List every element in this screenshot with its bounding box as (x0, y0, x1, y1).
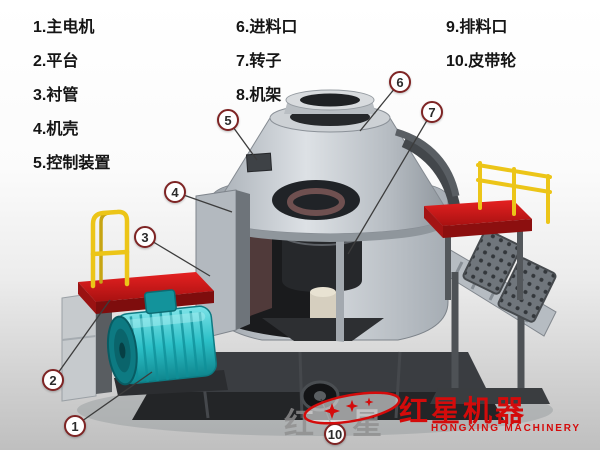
callout-1-num: 1 (71, 418, 79, 434)
legend-item-7: 7.转子 (236, 53, 282, 70)
hongxing-logo-icon (303, 391, 401, 425)
left-railing (90, 209, 130, 289)
legend-item-6: 6.进料口 (236, 19, 298, 36)
callout-2: 2 (42, 369, 64, 391)
legend-item-4: 4.机壳 (33, 121, 79, 138)
discharge-conveyor (417, 229, 557, 404)
legend-item-5: 5.控制装置 (33, 155, 111, 172)
callout-6-num: 6 (396, 74, 404, 90)
legend-item-2: 2.平台 (33, 53, 79, 70)
callout-10: 10 (324, 423, 346, 445)
callout-5: 5 (217, 109, 239, 131)
callout-4: 4 (164, 181, 186, 203)
callout-5-num: 5 (224, 112, 232, 128)
callout-7-num: 7 (428, 104, 436, 120)
legend-item-9: 9.排料口 (446, 19, 508, 36)
callout-4-num: 4 (171, 184, 179, 200)
right-railing (476, 161, 552, 224)
callout-1: 1 (64, 415, 86, 437)
screen-plate (462, 229, 522, 295)
callout-3: 3 (134, 226, 156, 248)
left-support-wall (61, 292, 97, 402)
base-frame (132, 351, 504, 420)
callout-3-num: 3 (141, 229, 149, 245)
callout-2-num: 2 (49, 372, 57, 388)
legend-column-2: 6.进料口 7.转子 8.机架 (236, 11, 297, 113)
main-motor (106, 289, 228, 396)
control-device (245, 152, 273, 173)
legend-item-10: 10.皮带轮 (446, 53, 517, 70)
legend-item-8: 8.机架 (236, 87, 282, 104)
feed-inlet (269, 89, 391, 133)
brand-name-cn: 红星机器 (399, 396, 528, 428)
legend-column-1: 1.主电机 2.平台 3.衬管 4.机壳 5.控制装置 (33, 11, 110, 181)
right-platform (424, 200, 532, 300)
callout-10-num: 10 (327, 426, 343, 442)
legend-item-3: 3.衬管 (33, 87, 79, 104)
platform (78, 272, 214, 302)
brand-name-en: HONGXING MACHINERY (431, 423, 581, 434)
legend-item-1: 1.主电机 (33, 19, 95, 36)
callout-7: 7 (421, 101, 443, 123)
screen-plate (497, 257, 557, 323)
legend-column-3: 9.排料口 10.皮带轮 (446, 11, 516, 79)
callout-6: 6 (389, 71, 411, 93)
machine-shell-cone (211, 89, 462, 242)
